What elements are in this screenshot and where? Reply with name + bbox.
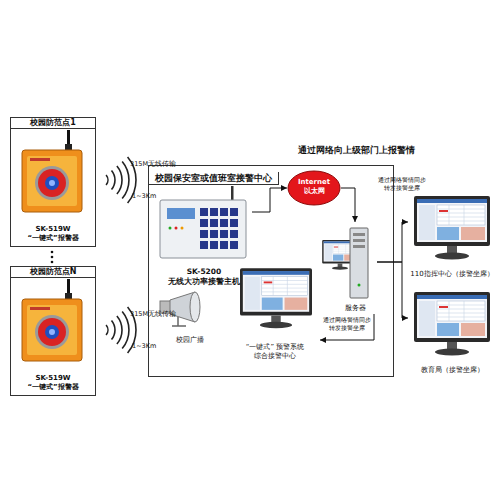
node-heading: 校园防范点1 [11, 118, 95, 129]
computer-unit: 教育局（接警坐席） [408, 288, 496, 376]
computer-unit: “一键式” 预警系统 综合接警中心 [230, 264, 320, 362]
device-box: 校园防范点N SK-519W “一键式”报警器 [10, 266, 96, 396]
center-group: 校园保安室或值班室接警中心 SK-5200 无线大功率接警主机校园广播 “一键式” … [148, 165, 394, 377]
computer-monitor [414, 196, 490, 260]
node-text: SK-519W “一键式”报警器 [21, 374, 85, 392]
node-text: 110指挥中心（接警坐席） [408, 270, 496, 279]
note-label: 1~3Km [132, 192, 156, 200]
host-unit: SK-5200 无线大功率接警主机 [156, 196, 252, 288]
edge-label: 通过网络警情同步转发接警坐席 [376, 176, 428, 192]
speaker-horn [160, 292, 200, 326]
server-unit: 服务器 [333, 222, 377, 314]
computer-unit: 110指挥中心（接警坐席） [408, 192, 496, 280]
node-text: 服务器 [333, 304, 377, 313]
node-text: SK-5200 无线大功率接警主机 [166, 267, 242, 287]
node-text: SK-519W “一键式”报警器 [21, 225, 85, 243]
note-label: 315M无线传输 [130, 310, 176, 318]
alarm-device [22, 130, 82, 212]
computer-monitor [414, 292, 490, 356]
node-heading: 校园保安室或值班室接警中心 [149, 172, 279, 185]
node-heading: 校园防范点N [11, 267, 95, 278]
device-box: 校园防范点1SK-519W “一键式”报警器 [10, 117, 96, 247]
edge-label: 通过网络警情同步转发接警坐席 [322, 316, 372, 332]
flow-arrow [377, 222, 408, 262]
node-text: “一键式” 预警系统 综合接警中心 [240, 343, 310, 361]
node-text: Internet [287, 178, 341, 187]
flow-arrow [320, 314, 374, 340]
note-label: 通过网络向上级部门上报警情 [298, 145, 415, 155]
alarm-device [22, 279, 82, 361]
note-label: 315M无线传输 [130, 160, 176, 168]
computer-monitor [240, 268, 312, 328]
flow-arrow [341, 188, 355, 222]
flow-arrow [252, 188, 287, 212]
server-tower [322, 228, 368, 298]
note-label: 1~3Km [132, 342, 156, 350]
ellipsis-dots [51, 251, 54, 264]
node-text: 教育局（接警坐席） [408, 366, 496, 375]
alarm-host [160, 186, 246, 258]
flow-arrow [377, 262, 408, 318]
network-oval: Internet以太网 [287, 170, 341, 206]
node-text: 校园广播 [158, 336, 222, 345]
node-text: 以太网 [287, 187, 341, 196]
